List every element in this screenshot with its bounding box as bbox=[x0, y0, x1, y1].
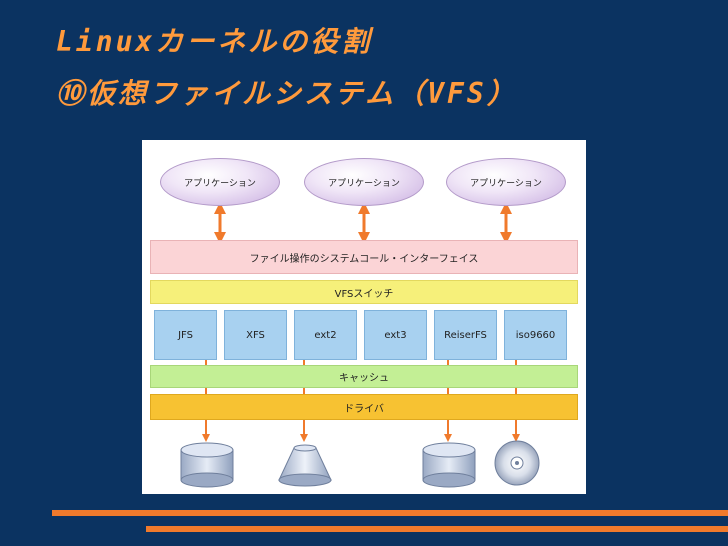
footer-rule-bottom bbox=[146, 526, 728, 532]
application-node-2: アプリケーション bbox=[304, 158, 424, 206]
fs-box-ext3: ext3 bbox=[364, 310, 427, 360]
tape-drive-icon bbox=[278, 444, 332, 487]
vfs-switch-layer: VFSスイッチ bbox=[150, 280, 578, 304]
fs-box-ext2: ext2 bbox=[294, 310, 357, 360]
fs-box-xfs: XFS bbox=[224, 310, 287, 360]
driver-layer: ドライバ bbox=[150, 394, 578, 420]
disk-drive-icon bbox=[180, 442, 234, 488]
application-node-1: アプリケーション bbox=[160, 158, 280, 206]
application-node-3: アプリケーション bbox=[446, 158, 566, 206]
fs-box-jfs: JFS bbox=[154, 310, 217, 360]
disk-drive-icon bbox=[422, 442, 476, 488]
cd-rom-icon bbox=[494, 440, 540, 486]
vfs-diagram: アプリケーション アプリケーション アプリケーション ファイル操作のシステムコー… bbox=[142, 140, 586, 494]
slide-title: Linuxカーネルの役割 bbox=[56, 25, 373, 58]
cache-layer: キャッシュ bbox=[150, 365, 578, 388]
syscall-interface-layer: ファイル操作のシステムコール・インターフェイス bbox=[150, 240, 578, 274]
slide-subtitle: ⑩仮想ファイルシステム（VFS） bbox=[56, 77, 518, 110]
fs-box-reiserfs: ReiserFS bbox=[434, 310, 497, 360]
footer-rule-top bbox=[52, 510, 728, 516]
fs-box-iso9660: iso9660 bbox=[504, 310, 567, 360]
